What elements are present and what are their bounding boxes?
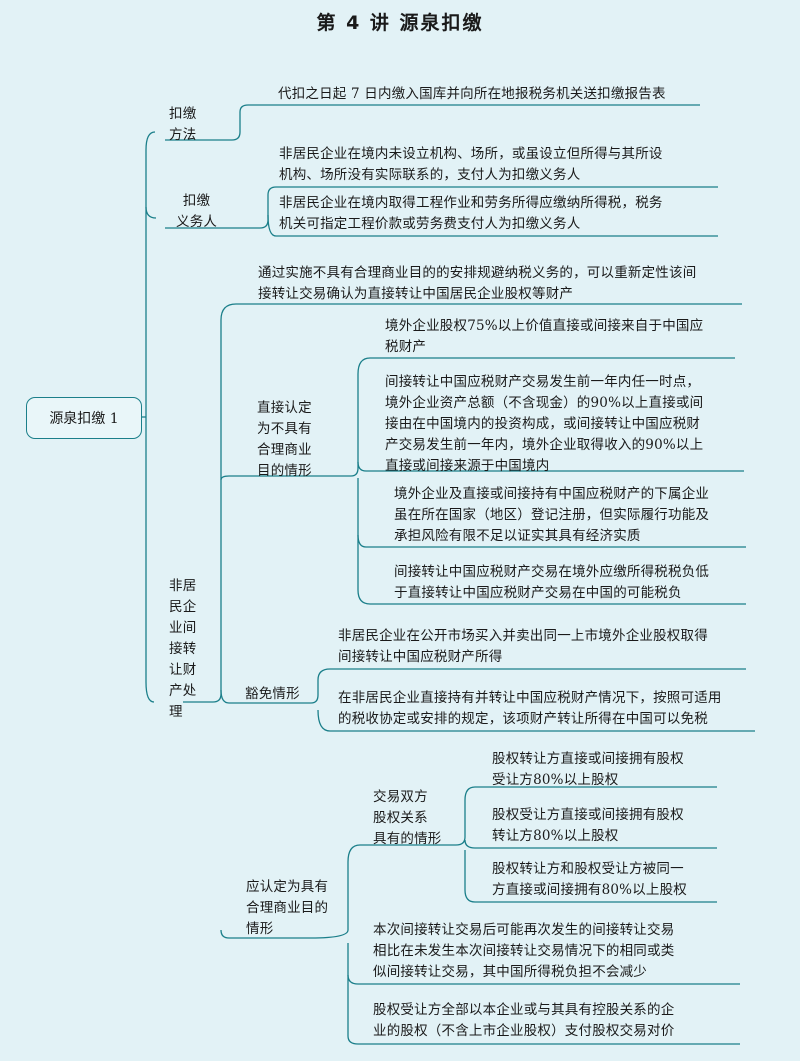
page-title: 第 4 讲 源泉扣缴 — [316, 12, 484, 34]
reasonable-item: 股权受让方全部以本企业或与其具有控股关系的企 业的股权（不含上市企业股权）支付股… — [373, 1002, 675, 1039]
equity-item: 股权转让方直接或间接拥有股权 受让方80%以上股权 — [492, 751, 684, 788]
equity-item: 股权转让方和股权受让方被同一 方直接或间接拥有80%以上股权 — [492, 861, 688, 898]
direct-label: 直接认定 为不具有 合理商业 目的情形 — [257, 400, 312, 479]
direct-item: 间接转让中国应税财产交易发生前一年内任一时点， 境外企业资产总额（不含现金）的9… — [385, 374, 704, 474]
agent-item: 非居民企业在境内未设立机构、场所，或虽设立但所得与其所设 机构、场所没有实际联系… — [279, 146, 663, 183]
direct-item: 间接转让中国应税财产交易在境外应缴所得税税负低 于直接转让中国应税财产交易在中国… — [394, 564, 710, 601]
direct-item: 境外企业股权75%以上价值直接或间接来自于中国应 税财产 — [385, 318, 704, 355]
branch-label-transfer: 非居 民企 业间 接转 让财 产处 理 — [169, 578, 197, 720]
reasonable-label: 应认定为具有 合理商业目的 情形 — [246, 879, 329, 937]
branch-label-agent: 扣缴 义务人 — [176, 193, 218, 230]
transfer-intro: 通过实施不具有合理商业目的的安排规避纳税义务的，可以重新定性该间 接转让交易确认… — [258, 265, 697, 302]
exempt-label: 豁免情形 — [245, 686, 300, 702]
exempt-item: 在非居民企业直接持有并转让中国应税财产情况下，按照可适用 的税收协定或安排的规定… — [338, 690, 722, 727]
agent-item: 非居民企业在境内取得工程作业和劳务所得应缴纳所得税，税务 机关可指定工程价款或劳… — [279, 195, 663, 232]
root-node: 源泉扣缴 1 — [26, 397, 142, 439]
method-item: 代扣之日起 7 日内缴入国库并向所在地报税务机关送扣缴报告表 — [278, 86, 666, 102]
equity-label: 交易双方 股权关系 具有的情形 — [373, 789, 442, 847]
equity-item: 股权受让方直接或间接拥有股权 转让方80%以上股权 — [492, 807, 684, 844]
exempt-item: 非居民企业在公开市场买入并卖出同一上市境外企业股权取得 间接转让中国应税财产所得 — [338, 628, 708, 665]
branch-label-method: 扣缴 方法 — [169, 106, 197, 143]
direct-item: 境外企业及直接或间接持有中国应税财产的下属企业 虽在所在国家（地区）登记注册，但… — [394, 486, 710, 544]
reasonable-item: 本次间接转让交易后可能再次发生的间接转让交易 相比在未发生本次间接转让交易情况下… — [373, 922, 675, 980]
